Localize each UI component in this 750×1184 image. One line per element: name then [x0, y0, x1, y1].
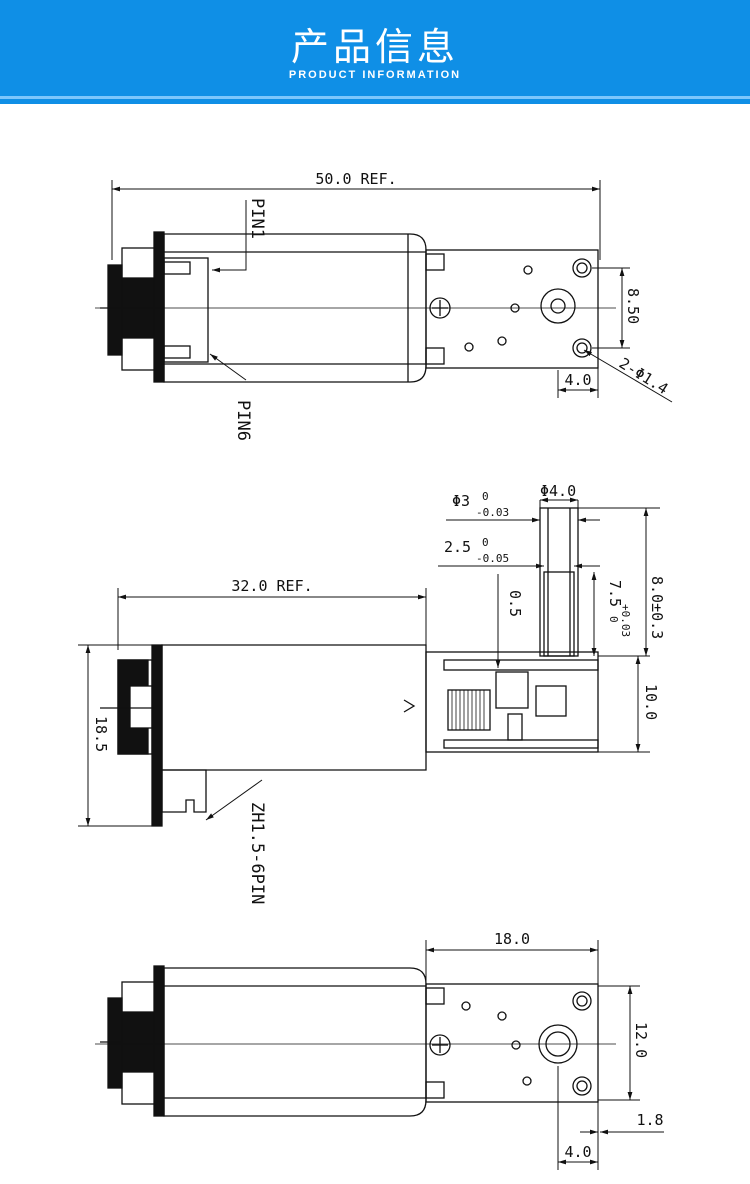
shaft-dia-tol-upper: 0	[482, 490, 489, 503]
side-length-label: 32.0 REF.	[231, 577, 312, 595]
shaft-dia-tol-lower: -0.03	[476, 506, 509, 519]
bottom-offset-label: 4.0	[564, 1143, 591, 1161]
shaft-len-label: 8.0±0.3	[648, 576, 666, 639]
outer-dia-label: Φ4.0	[540, 482, 576, 500]
pin1-label: PIN1	[247, 198, 267, 239]
header-divider	[0, 96, 750, 99]
top-offset-label: 4.0	[564, 371, 591, 389]
flat-tol-lower: -0.05	[476, 552, 509, 565]
gap-label: 0.5	[506, 590, 524, 617]
gearbox-len-label: 18.0	[494, 930, 530, 948]
connector-label: ZH1.5-6PIN	[247, 802, 267, 904]
top-length-label: 50.0 REF.	[315, 170, 396, 188]
shaft-dia-label: Φ3	[452, 492, 470, 510]
header-banner	[0, 0, 750, 104]
flat-label: 2.5	[444, 538, 471, 556]
side-height-label: 18.5	[92, 716, 110, 752]
flat-len-tol-lower: 0	[607, 616, 620, 623]
gearbox-height-label: 10.0	[642, 684, 660, 720]
page-subtitle: PRODUCT INFORMATION	[288, 69, 462, 81]
bottom-view	[95, 940, 664, 1170]
thickness-label: 1.8	[636, 1111, 663, 1129]
top-hole-spacing-label: 8.50	[624, 288, 642, 324]
top-hole-label: 2-Φ1.4	[616, 354, 671, 398]
width-label: 12.0	[632, 1022, 650, 1058]
top-view	[95, 180, 673, 403]
side-view	[78, 497, 660, 827]
flat-len-tol-upper: +0.03	[619, 604, 632, 637]
pin6-label: PIN6	[233, 400, 253, 441]
flat-len-label: 7.5	[606, 580, 624, 607]
page-title: 产品信息	[290, 25, 459, 69]
flat-tol-upper: 0	[482, 536, 489, 549]
